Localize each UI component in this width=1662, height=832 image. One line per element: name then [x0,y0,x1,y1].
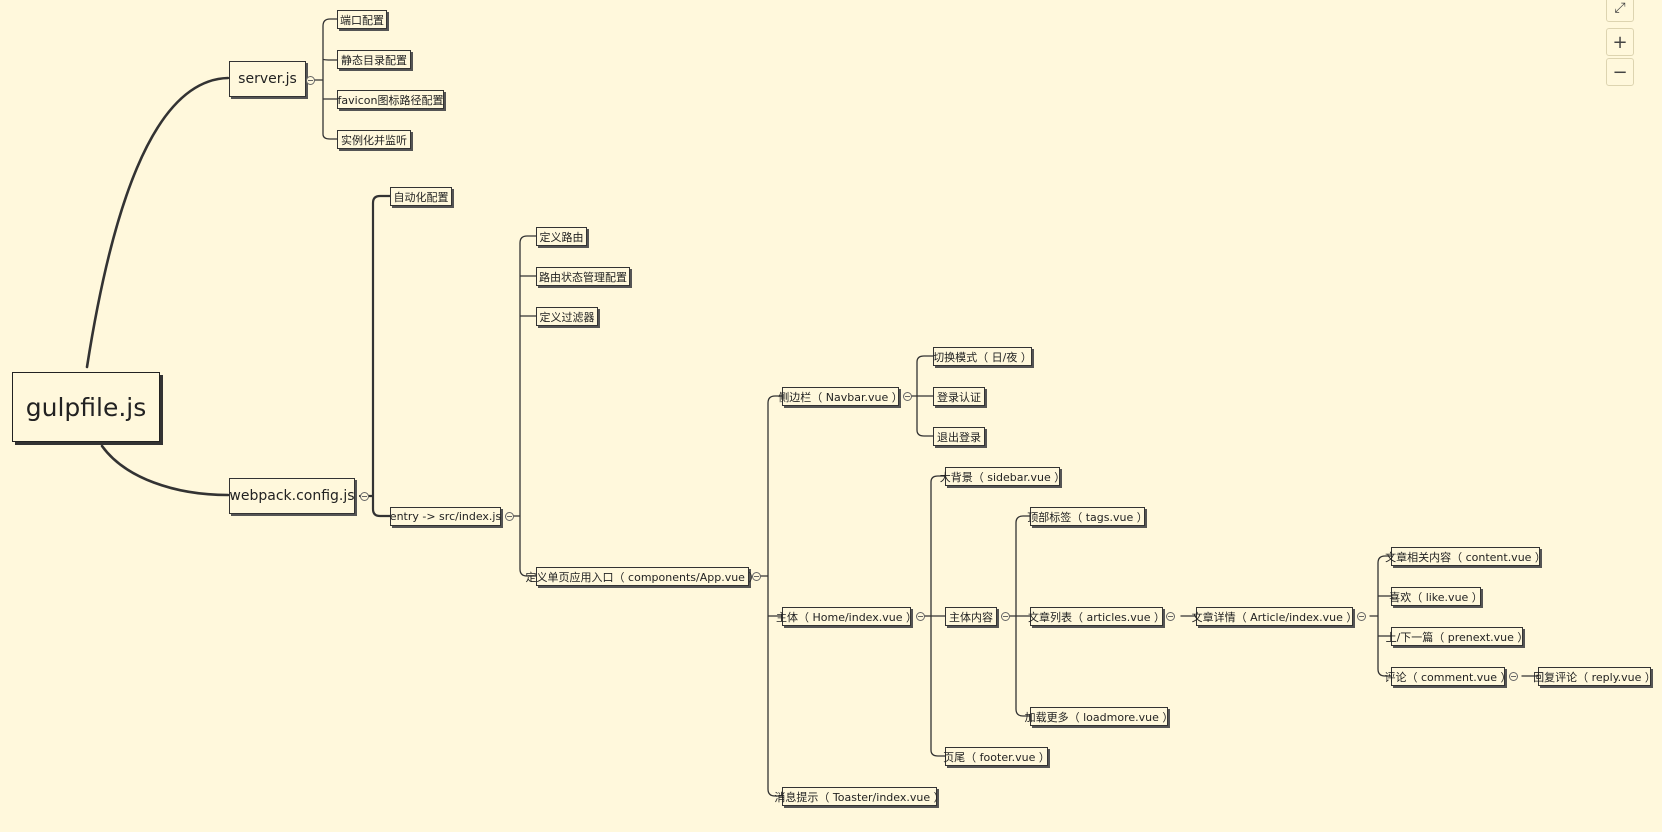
node-static-dir-config[interactable]: 静态目录配置 [337,50,411,69]
node-comment[interactable]: 评论（ comment.vue ） [1385,667,1512,686]
node-auto-config[interactable]: 自动化配置 [390,187,452,206]
node-define-filter[interactable]: 定义过滤器 [536,307,598,326]
link-article-children [1369,555,1392,677]
node-like[interactable]: 喜欢（ like.vue ） [1389,587,1483,606]
node-footer[interactable]: 页尾（ footer.vue ） [943,747,1050,766]
link-main-children [1007,515,1031,717]
node-toggle-mode[interactable]: 切换模式（ 日/夜 ） [933,347,1032,366]
node-prenext[interactable]: 上/下一篇（ prenext.vue ） [1386,627,1528,646]
node-favicon-config[interactable]: favicon图标路径配置 [337,90,444,109]
collapse-comment-toggle[interactable] [1509,672,1518,681]
node-main-content[interactable]: 主体内容 [945,607,997,626]
collapse-entry-toggle[interactable] [505,512,514,521]
node-reply[interactable]: 回复评论（ reply.vue ） [1533,667,1656,686]
link-root-server [85,76,230,369]
node-define-route[interactable]: 定义路由 [536,227,587,246]
node-app-entry[interactable]: 定义单页应用入口（ components/App.vue ） [526,567,759,586]
root-node[interactable]: gulpfile.js [12,372,160,442]
node-content[interactable]: 文章相关内容（ content.vue ） [1385,547,1546,566]
node-loadmore[interactable]: 加载更多（ loadmore.vue ） [1025,707,1173,726]
node-logout[interactable]: 退出登录 [933,427,985,446]
link-root-webpack [100,444,230,497]
link-home-children [923,475,946,757]
node-webpack-config[interactable]: webpack.config.js [229,478,355,514]
node-article-detail[interactable]: 文章详情（ Article/index.vue ） [1192,607,1357,626]
collapse-article-toggle[interactable] [1357,612,1366,621]
link-navbar-children [908,355,934,437]
node-route-state-config[interactable]: 路由状态管理配置 [536,267,630,286]
node-port-config[interactable]: 端口配置 [337,10,387,29]
link-entry-children [507,235,537,577]
link-app-children [759,395,783,797]
node-login-auth[interactable]: 登录认证 [933,387,985,406]
collapse-articles-toggle[interactable] [1166,612,1175,621]
node-tags[interactable]: 顶部标签（ tags.vue ） [1027,507,1148,526]
node-home[interactable]: 主体（ Home/index.vue ） [776,607,917,626]
collapse-webpack-toggle[interactable] [360,492,369,501]
collapse-server-toggle[interactable] [306,76,315,85]
node-entry[interactable]: entry -> src/index.js [390,507,501,526]
link-server-children [310,18,338,140]
node-toaster[interactable]: 消息提示（ Toaster/index.vue ） [774,787,945,806]
collapse-home-toggle[interactable] [916,612,925,621]
link-webpack-children [358,194,392,518]
node-navbar[interactable]: 侧边栏（ Navbar.vue ） [778,387,903,406]
node-sidebar[interactable]: 大背景（ sidebar.vue ） [940,467,1065,486]
node-server-js[interactable]: server.js [229,61,306,97]
collapse-navbar-toggle[interactable] [903,392,912,401]
node-articles[interactable]: 文章列表（ articles.vue ） [1028,607,1165,626]
fullscreen-button[interactable]: ⤢ [1606,0,1634,22]
zoom-out-button[interactable]: − [1606,58,1634,86]
collapse-main-toggle[interactable] [1001,612,1010,621]
node-instantiate-listen[interactable]: 实例化并监听 [337,130,411,149]
zoom-in-button[interactable]: + [1606,28,1634,56]
collapse-app-toggle[interactable] [752,572,761,581]
